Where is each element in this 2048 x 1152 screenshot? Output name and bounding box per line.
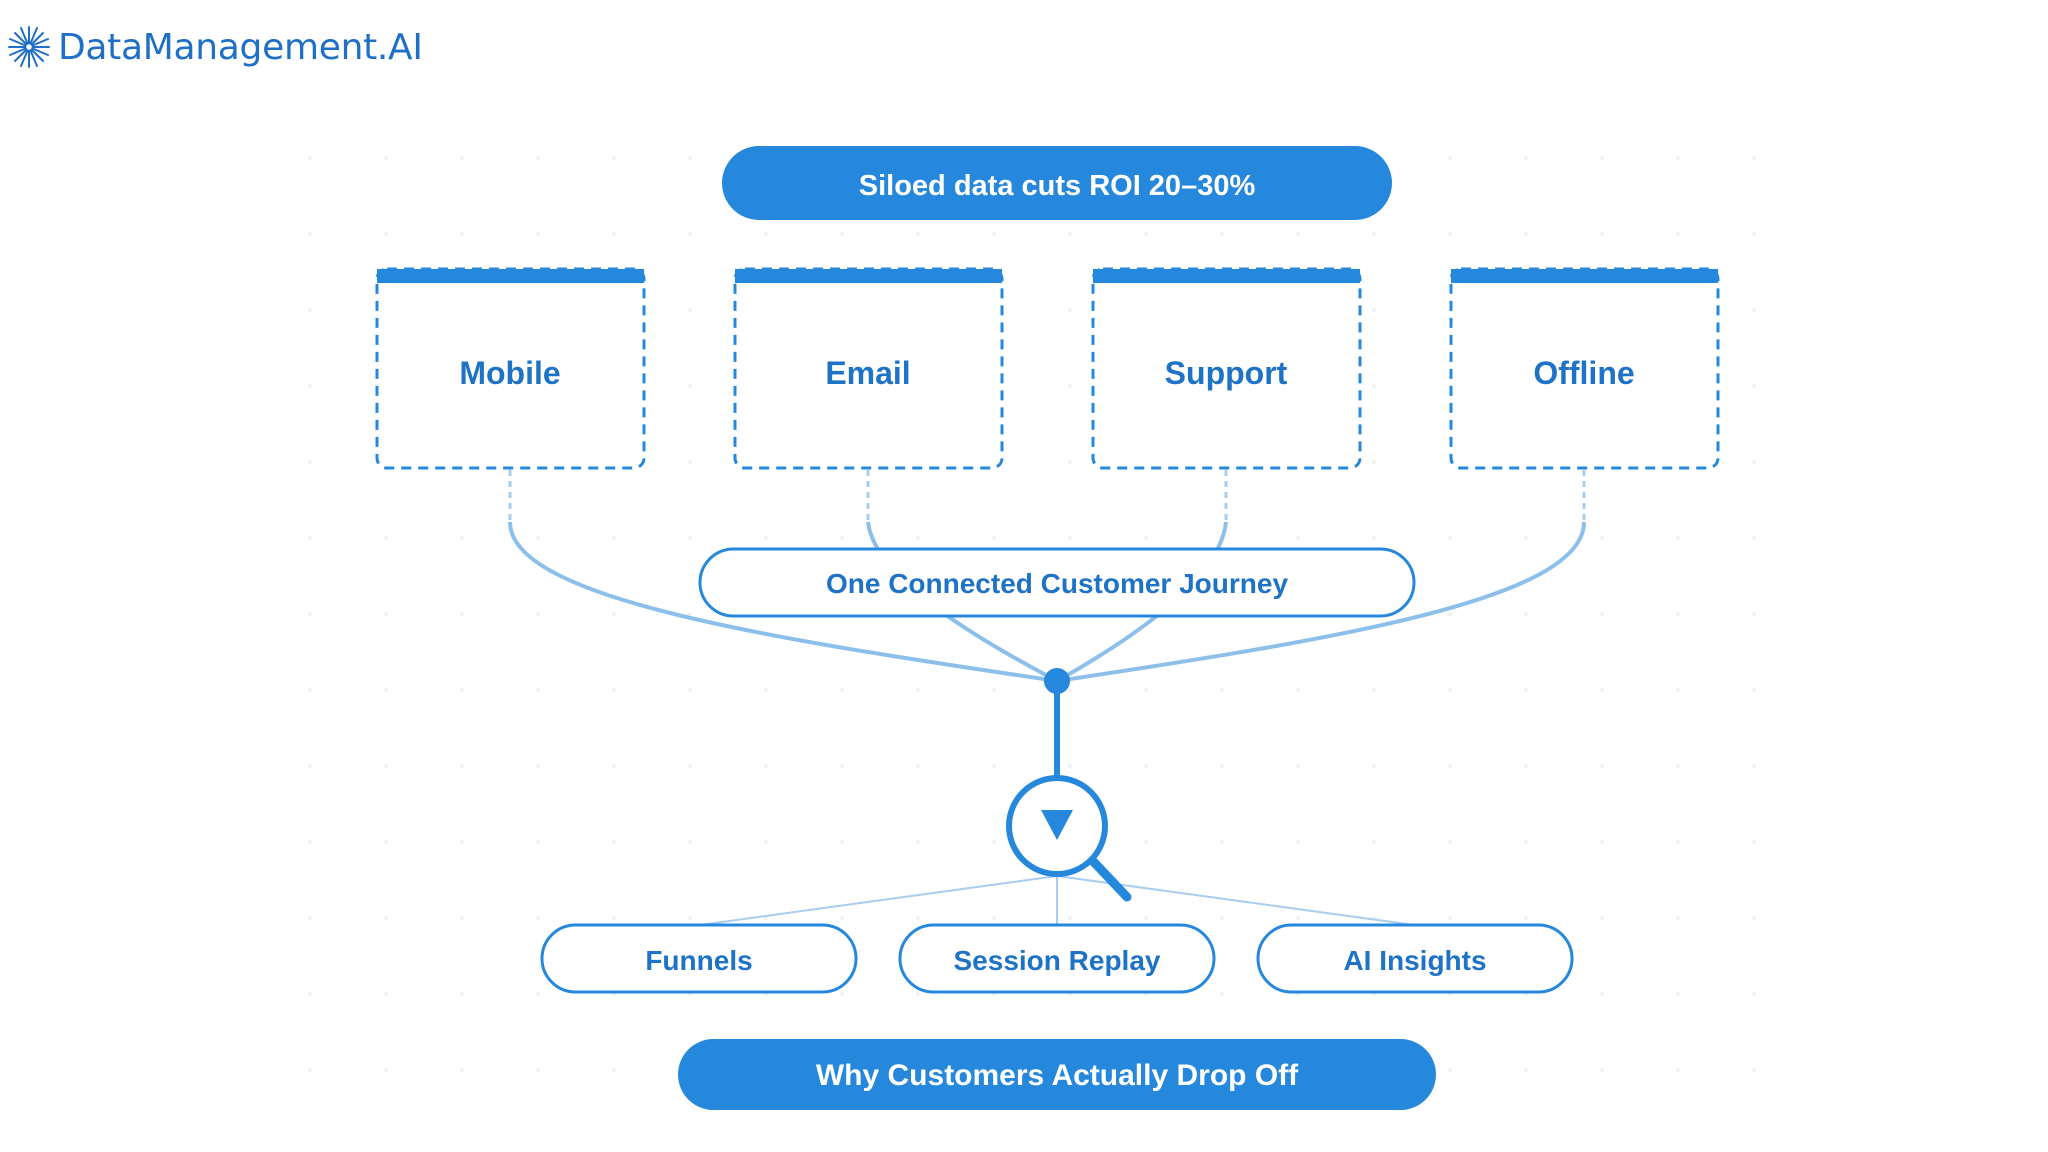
tool-pill-funnels: Funnels bbox=[540, 923, 858, 994]
header-title: Siloed data cuts ROI 20–30% bbox=[859, 170, 1256, 202]
source-box-mobile: Mobile bbox=[375, 267, 646, 470]
source-label-email: Email bbox=[825, 355, 910, 391]
source-label-mobile: Mobile bbox=[459, 355, 560, 391]
source-box-support: Support bbox=[1091, 267, 1362, 470]
magnifier-filter-icon bbox=[1006, 775, 1132, 902]
tool-pill-session-replay: Session Replay bbox=[898, 923, 1216, 994]
header-pill: Siloed data cuts ROI 20–30% bbox=[722, 146, 1392, 220]
flow-mobile bbox=[508, 521, 1058, 683]
source-box-email: Email bbox=[733, 267, 1004, 470]
brand-name: DataManagement.AI bbox=[58, 26, 423, 68]
tool-label-funnels: Funnels bbox=[645, 945, 752, 976]
tool-label-session-replay: Session Replay bbox=[954, 945, 1161, 976]
journey-label: One Connected Customer Journey bbox=[826, 568, 1289, 599]
source-box-offline: Offline bbox=[1449, 267, 1720, 470]
source-label-offline: Offline bbox=[1533, 355, 1634, 391]
footer-label: Why Customers Actually Drop Off bbox=[816, 1059, 1299, 1092]
starburst-icon bbox=[8, 26, 50, 68]
tool-pill-ai-insights: AI Insights bbox=[1256, 923, 1574, 994]
source-label-support: Support bbox=[1165, 355, 1288, 391]
journey-pill: One Connected Customer Journey bbox=[698, 547, 1416, 618]
fanout-funnels bbox=[699, 875, 1058, 926]
tool-label-ai-insights: AI Insights bbox=[1343, 945, 1486, 976]
footer-pill: Why Customers Actually Drop Off bbox=[678, 1039, 1436, 1110]
brand-logo: DataManagement.AI bbox=[6, 24, 423, 70]
flow-offline bbox=[1056, 521, 1586, 683]
